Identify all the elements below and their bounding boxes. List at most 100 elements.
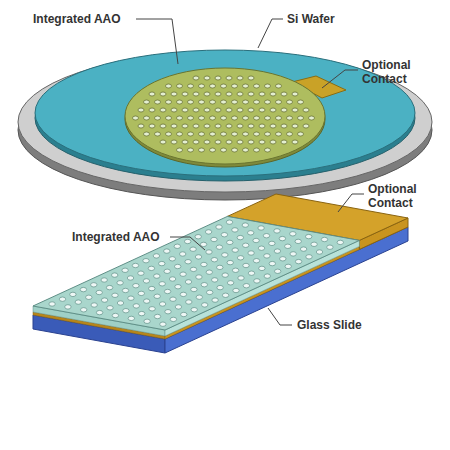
pore xyxy=(199,100,205,104)
pore xyxy=(207,290,213,294)
pore xyxy=(149,108,155,112)
pore xyxy=(263,234,269,238)
pore xyxy=(238,276,244,280)
pore xyxy=(191,287,197,291)
pore xyxy=(201,283,207,287)
pore xyxy=(193,76,199,80)
pore xyxy=(248,108,254,112)
pore xyxy=(144,100,150,104)
pore xyxy=(321,237,327,241)
pore xyxy=(160,108,166,112)
pore xyxy=(144,132,150,136)
pore xyxy=(248,92,254,96)
pore xyxy=(210,84,216,88)
pore xyxy=(269,241,275,245)
pore xyxy=(290,232,296,236)
pore xyxy=(258,226,264,230)
pore xyxy=(169,257,175,261)
pore xyxy=(233,288,239,292)
pore xyxy=(188,84,194,88)
pore xyxy=(200,242,206,246)
pore xyxy=(106,285,112,289)
pore xyxy=(91,283,97,287)
pore xyxy=(206,250,212,254)
pore xyxy=(117,301,123,305)
pore xyxy=(190,267,196,271)
pore xyxy=(287,132,293,136)
pore xyxy=(237,140,243,144)
pore xyxy=(171,108,177,112)
pore xyxy=(117,281,123,285)
pore xyxy=(276,116,282,120)
pore xyxy=(254,148,260,152)
pore xyxy=(193,108,199,112)
pore xyxy=(227,260,233,264)
pore xyxy=(75,300,81,304)
callout-label: Optional Contact xyxy=(362,58,424,86)
callout-label: Optional Contact xyxy=(368,182,430,210)
pore xyxy=(149,286,155,290)
pore xyxy=(269,261,275,265)
pore xyxy=(221,84,227,88)
pore xyxy=(204,108,210,112)
pore xyxy=(138,108,144,112)
pore xyxy=(295,239,301,243)
pore xyxy=(182,140,188,144)
pore xyxy=(243,116,249,120)
pore xyxy=(49,302,55,306)
pore xyxy=(101,298,107,302)
pore xyxy=(160,124,166,128)
pore xyxy=(265,132,271,136)
pore xyxy=(248,271,254,275)
pore xyxy=(287,100,293,104)
pore xyxy=(160,140,166,144)
pore xyxy=(298,132,304,136)
pore xyxy=(180,272,186,276)
pore xyxy=(212,278,218,282)
pore xyxy=(270,124,276,128)
pore xyxy=(211,258,217,262)
leader-line xyxy=(338,194,364,212)
pore xyxy=(195,255,201,259)
pore xyxy=(243,263,249,267)
pore xyxy=(216,245,222,249)
pore xyxy=(222,253,228,257)
pore xyxy=(155,100,161,104)
pore xyxy=(243,284,249,288)
pore xyxy=(221,132,227,136)
pore xyxy=(237,124,243,128)
pore xyxy=(232,248,238,252)
pore xyxy=(128,316,134,320)
pore xyxy=(337,240,343,244)
pore xyxy=(253,259,259,263)
pore xyxy=(217,265,223,269)
pore xyxy=(195,235,201,239)
pore xyxy=(154,294,160,298)
pore xyxy=(217,285,223,289)
pore xyxy=(254,132,260,136)
pore xyxy=(259,92,265,96)
pore xyxy=(70,292,76,296)
pore xyxy=(164,249,170,253)
pore xyxy=(175,305,181,309)
pore xyxy=(306,234,312,238)
pore xyxy=(287,116,293,120)
pore xyxy=(193,140,199,144)
pore xyxy=(243,148,249,152)
pore xyxy=(237,76,243,80)
pore xyxy=(248,124,254,128)
leader-line xyxy=(258,19,283,48)
pore xyxy=(254,279,260,283)
pore xyxy=(144,116,150,120)
pore xyxy=(253,238,259,242)
pore xyxy=(298,116,304,120)
pore xyxy=(222,293,228,297)
pore xyxy=(128,296,134,300)
pore xyxy=(188,148,194,152)
pore xyxy=(96,290,102,294)
pore xyxy=(270,140,276,144)
pore xyxy=(81,308,87,312)
pore xyxy=(258,246,264,250)
pore xyxy=(210,132,216,136)
